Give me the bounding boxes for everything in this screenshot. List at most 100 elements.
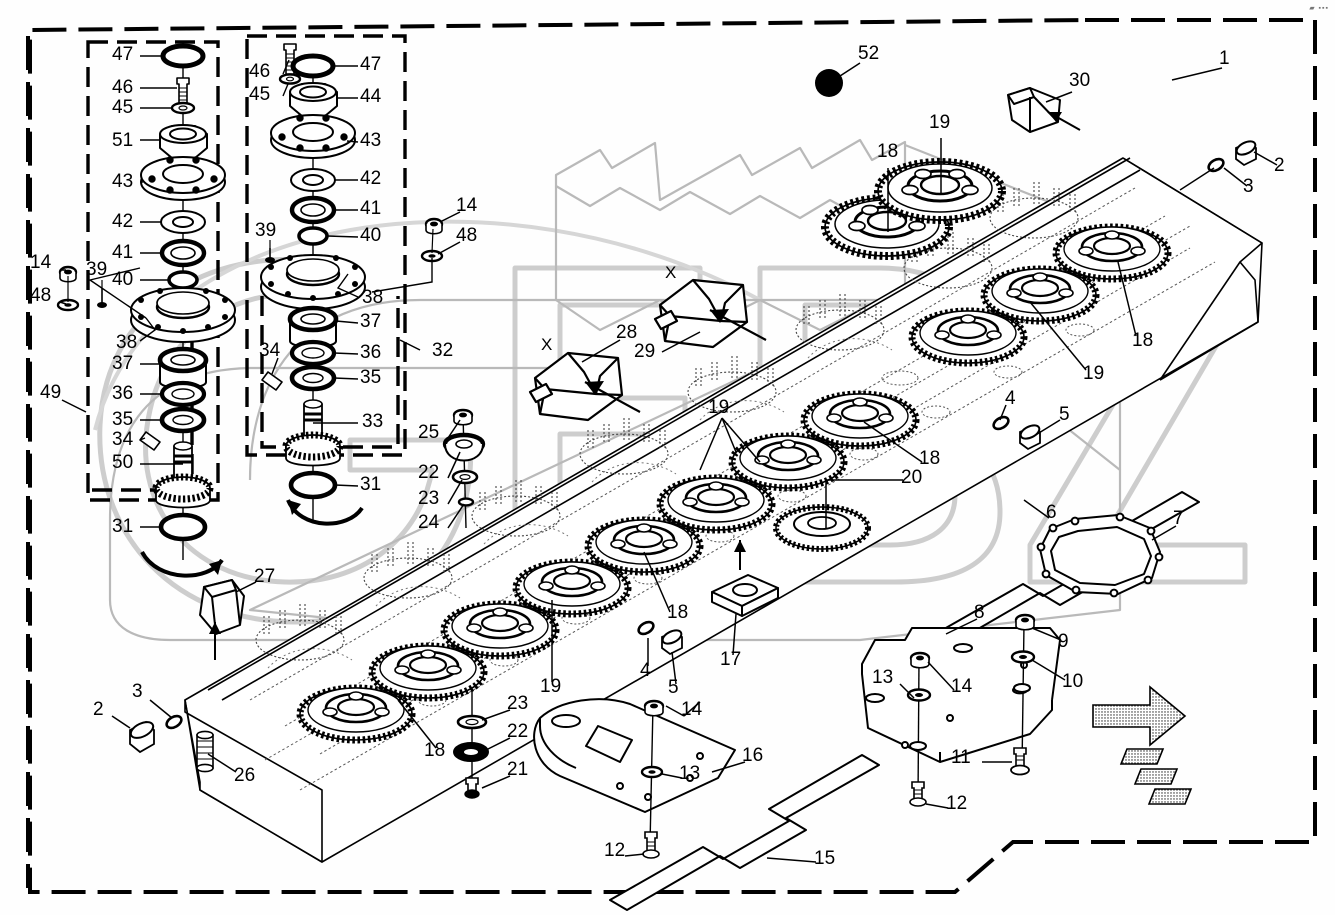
callout-4a: 4 [1005, 388, 1016, 409]
panel-left-label-43: 43 [112, 171, 134, 192]
callout-21: 21 [507, 759, 529, 780]
callout-10: 10 [1062, 671, 1084, 692]
callout-25: 25 [418, 422, 440, 443]
callout-39b: 39 [255, 220, 277, 241]
callout-3b: 3 [132, 681, 143, 702]
panel-right-label-40: 40 [360, 225, 382, 246]
hardware-39-left [97, 302, 107, 308]
hardware-39-right [265, 257, 275, 263]
panel-left-label-31: 31 [112, 516, 134, 537]
hardware-14-48-left [56, 265, 80, 312]
panel-right-label-35: 35 [360, 367, 382, 388]
callout-9: 9 [1058, 631, 1069, 652]
part-15-shim [609, 754, 880, 911]
panel-right-label-36: 36 [360, 342, 382, 363]
callout-8: 8 [974, 602, 985, 623]
callout-19c: 19 [708, 397, 730, 418]
panel-left-label-50: 50 [112, 452, 134, 473]
callout-14a: 14 [681, 699, 703, 720]
panel-right-label-34: 34 [259, 340, 281, 361]
callout-18e: 18 [424, 740, 446, 761]
panel-right-label-37: 37 [360, 311, 382, 332]
part-52-plug [815, 69, 843, 97]
detail-panel-right-box [245, 34, 407, 457]
callout-13b: 13 [872, 667, 894, 688]
leader-lines [59, 62, 1278, 863]
panel-left-label-47: 47 [112, 44, 134, 65]
panel-left-label-42: 42 [112, 211, 134, 232]
detail-panel-left-box [86, 40, 220, 502]
direction-arrow-symbol [1092, 685, 1193, 805]
cutter-swirl-ghosts [267, 338, 893, 669]
callout-13a: 13 [679, 763, 701, 784]
callout-26: 26 [234, 765, 256, 786]
callout-2a: 2 [1274, 155, 1285, 176]
callout-28: 28 [616, 322, 638, 343]
panel-right-label-43: 43 [360, 130, 382, 151]
callout-20: 20 [901, 467, 923, 488]
panel-left-label-45: 45 [112, 97, 134, 118]
panel-right-leaders [271, 59, 359, 487]
gear-item-20 [773, 504, 871, 552]
outer-boundary-dashdot [28, 18, 1317, 894]
loose-gear-19 [874, 158, 1006, 224]
hardware-4-5-centre [637, 620, 683, 656]
callout-29: 29 [634, 341, 656, 362]
callout-18d: 18 [667, 602, 689, 623]
callout-14c: 14 [456, 195, 478, 216]
callout-18a: 18 [877, 141, 899, 162]
part-28-bracket [528, 351, 624, 422]
leader-14-48-centre [371, 258, 433, 293]
hardware-9-10-11 [1010, 613, 1036, 776]
gear-train [296, 223, 1172, 744]
callout-11: 11 [951, 747, 971, 768]
hardware-14-13-12-centre [640, 699, 665, 859]
callout-18c: 18 [919, 448, 941, 469]
callout-19d: 19 [540, 676, 562, 697]
callout-19b: 19 [1083, 363, 1105, 384]
panel-right-label-42: 42 [360, 168, 382, 189]
part-27-wedge [199, 579, 245, 635]
callout-48d: 48 [30, 285, 52, 306]
detail-stack-right [260, 43, 366, 520]
panel-left-label-41: 41 [112, 242, 134, 263]
callout-12b: 12 [946, 793, 968, 814]
panel-left-leaders [88, 55, 183, 528]
panel-right-label-33: 33 [362, 411, 384, 432]
part-17-plate [711, 574, 779, 617]
callout-12a: 12 [604, 840, 626, 861]
hardware-25-22-23-24 [442, 408, 486, 529]
callout-22b: 22 [418, 462, 440, 483]
panel-left-label-36: 36 [112, 383, 134, 404]
panel-right-label-44: 44 [360, 86, 382, 107]
panel-left-label-35: 35 [112, 409, 134, 430]
hardware-2-3-26-bottomleft [129, 714, 214, 773]
callout-15: 15 [814, 848, 836, 869]
panel-right-label-31: 31 [360, 474, 382, 495]
panel-right-label-46: 46 [249, 61, 271, 82]
section-mark-x-2: X [665, 263, 677, 282]
callout-1: 1 [1219, 48, 1230, 69]
panel-left-label-34: 34 [112, 429, 134, 450]
panel-left-label-40: 40 [112, 269, 134, 290]
panel-right-label-47: 47 [360, 54, 382, 75]
callout-23a: 23 [507, 693, 529, 714]
corner-mark: ▰ ▪▪▪ [1309, 5, 1329, 12]
callout-49: 49 [40, 382, 62, 403]
part-7-ring-gasket [1036, 512, 1164, 598]
section-mark-x-1: X [541, 335, 553, 354]
callout-5b: 5 [668, 677, 679, 698]
panel-left-label-46: 46 [112, 77, 134, 98]
callout-16: 16 [742, 745, 764, 766]
callout-30: 30 [1069, 70, 1091, 91]
callout-22a: 22 [507, 721, 529, 742]
part-30-wedge [1007, 87, 1061, 133]
callout-23b: 23 [418, 488, 440, 509]
callout-5a: 5 [1059, 404, 1070, 425]
panel-right-label-41: 41 [360, 198, 382, 219]
panel-left-label-37: 37 [112, 353, 134, 374]
part-16-cover [533, 698, 736, 813]
hardware-23-22-21 [453, 690, 489, 799]
callout-19a: 19 [929, 112, 951, 133]
hardware-14-48-centre [420, 217, 444, 263]
